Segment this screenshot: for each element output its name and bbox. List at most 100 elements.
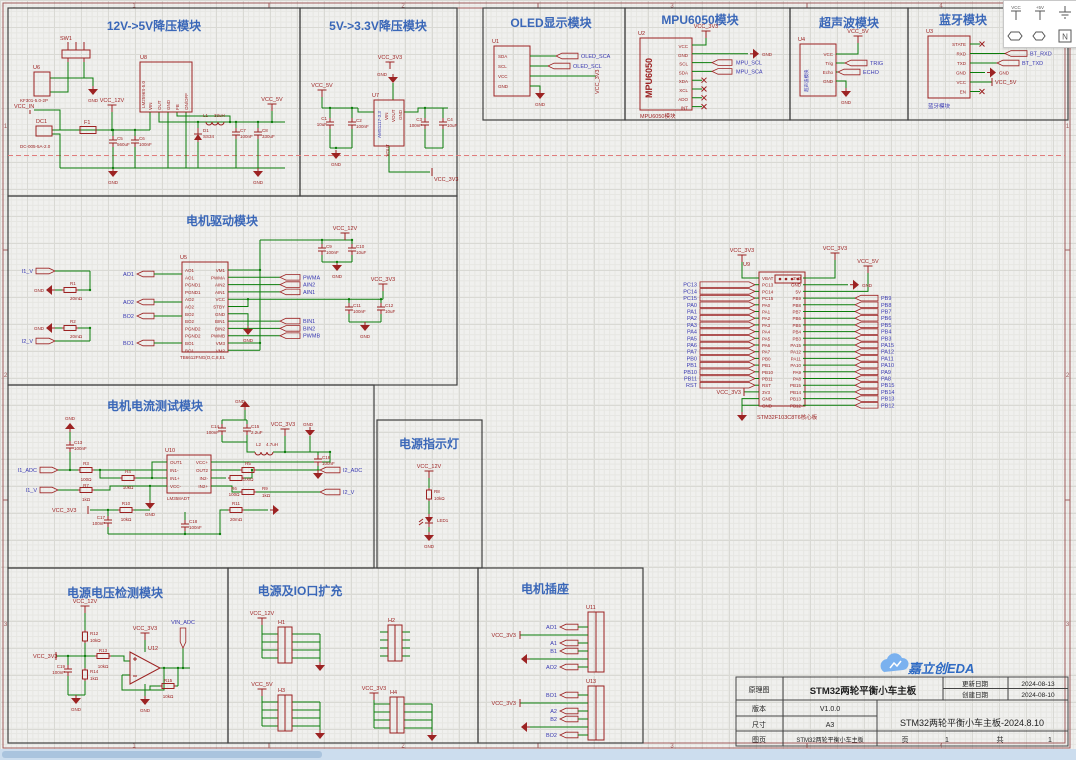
mpu6050-chip-u2[interactable] (639, 37, 693, 111)
svg-text:2: 2 (4, 373, 8, 379)
version-value: V1.0.0 (820, 706, 840, 713)
svg-text:PA0: PA0 (687, 303, 697, 309)
svg-text:PC15: PC15 (683, 296, 697, 302)
fuse-f1[interactable] (79, 126, 97, 134)
ultrasonic-connector-u4[interactable] (799, 43, 837, 97)
u2-chip-name: MPU6050 (644, 58, 654, 98)
u9-left-net-flags[interactable]: PC13PC14PC15PA0PA1PA2PA3PA4PA5PA6PA7PB0P… (683, 281, 759, 389)
created-label: 创建日期 (962, 690, 989, 699)
svg-text:PA0: PA0 (762, 303, 771, 308)
svg-text:MPU_SCL: MPU_SCL (736, 61, 762, 67)
lm358-chip-u10[interactable] (166, 454, 212, 494)
net-flag-trig[interactable]: TRIG (844, 59, 883, 67)
module-power-led[interactable]: 电源指示灯 VCC_12V R8 10kΩ LED1 GND (399, 436, 459, 549)
u8-ref: U8 (140, 55, 147, 61)
u9-ref: U9 (743, 262, 750, 268)
module-buck-5v-3v3[interactable]: 5V->3.3V降压模块 VCC_5V VCC_3V3 GND C1 10uF … (311, 18, 458, 183)
connector-u6[interactable] (33, 71, 51, 97)
dc-jack[interactable] (35, 125, 53, 137)
svg-text:IN1-: IN1- (170, 468, 179, 473)
c18-ref: C18 (189, 519, 198, 524)
symbol-palette[interactable]: VCC +5V N (1003, 0, 1076, 48)
svg-text:PB8: PB8 (881, 303, 891, 309)
svg-text:3: 3 (1066, 622, 1070, 628)
module-buck-12v-5v[interactable]: 12V->5V降压模块 SW1 U6 KF301-5.0-2P VCC_IN D… (14, 18, 285, 185)
net-vcc12v: VCC_12V (73, 599, 98, 605)
regulator-u7[interactable] (373, 99, 405, 147)
module-io-expansion[interactable]: 电源及IO口扩充 VCC_12V H1 H2 VCC_5V H3 VCC_3V3… (250, 583, 438, 742)
net-vcc3v3: VCC_3V3 (492, 633, 516, 639)
vcc-power-flag-icon[interactable]: VCC (1004, 1, 1028, 24)
svg-text:5V: 5V (795, 289, 801, 294)
brand-text: 嘉立创EDA (907, 661, 974, 676)
svg-text:I2_ADC: I2_ADC (343, 468, 362, 474)
c4-value: 10uF (447, 123, 458, 128)
svg-text:PB9: PB9 (881, 296, 891, 302)
module-mpu6050[interactable]: MPU6050模块 U2 MPU6050 VCCGNDSCLSDAXDAXCLA… (638, 12, 773, 120)
oled-connector-u1[interactable] (493, 45, 531, 97)
svg-text:PC13: PC13 (683, 283, 697, 289)
regulator-u8[interactable] (139, 61, 193, 113)
r8-value: 10kΩ (434, 496, 445, 501)
stm32-chip-u9[interactable] (758, 271, 806, 407)
led1-ref: LED1 (437, 518, 449, 523)
gnd-flag-icon[interactable] (1053, 1, 1076, 24)
net-vcc3v3: VCC_3V3 (730, 248, 754, 254)
gnd-label: GND (34, 326, 45, 331)
net-flag-bt-rxd[interactable]: BT_RXD (1004, 50, 1052, 58)
svg-text:PA10: PA10 (790, 363, 801, 368)
svg-text:VCC: VCC (498, 74, 508, 79)
u9-right-net-flags[interactable]: PB9PB8PB7PB6PB5PB4PB3PA15PA12PA11PA10PA9… (803, 294, 894, 409)
svg-text:XDA: XDA (679, 79, 688, 84)
dc1-ref: DC1 (36, 119, 47, 125)
horizontal-scrollbar[interactable] (0, 749, 1076, 760)
net-flag-vin-adc[interactable]: VIN_ADC (171, 620, 195, 626)
r15-value: 10kΩ (163, 694, 174, 699)
svg-text:PB11: PB11 (762, 377, 773, 382)
c15-ref: C15 (251, 424, 260, 429)
svg-text:BIN1: BIN1 (303, 319, 315, 325)
stm32-core-board[interactable]: U9 VBATPC13PC14PC15PA0PA1PA2PA3PA4PA5PA6… (683, 246, 894, 422)
svg-text:SCL: SCL (498, 64, 507, 69)
gnd-label: GND (332, 274, 343, 279)
c5-value: 560uF (117, 142, 130, 147)
net-flag-icon[interactable] (1028, 24, 1052, 47)
bluetooth-connector-u3[interactable] (927, 35, 971, 99)
gnd-label: GND (331, 162, 342, 167)
svg-text:3: 3 (670, 4, 674, 10)
u7-pin: VIN (384, 112, 389, 120)
plus5v-power-flag-icon[interactable]: +5V (1028, 1, 1052, 24)
u7-pin: GND (398, 109, 403, 120)
net-flag-echo[interactable]: ECHO (837, 68, 880, 76)
svg-text:I2_V: I2_V (22, 339, 34, 345)
scrollbar-thumb[interactable] (2, 751, 322, 758)
current-sense-flags[interactable]: I1_VI2_V (22, 267, 90, 345)
net-port-icon[interactable] (1004, 24, 1028, 47)
ruler-right-labels: 123 (1066, 124, 1070, 628)
svg-text:VBAT: VBAT (762, 276, 774, 281)
svg-text:PWMB: PWMB (211, 334, 225, 339)
net-flag-oled-sca[interactable]: OLED_SCA (530, 52, 611, 60)
c15-value: 2.2uF (251, 430, 263, 435)
net-flag-bt-txd[interactable]: BT_TXD (996, 59, 1043, 67)
net-flag-oled-scl[interactable]: OLED_SCL (530, 62, 602, 70)
module-motor-driver[interactable]: 电机驱动模块 U5 AO1AO1PGND1PGND1AO2AO2BO2BO2PG… (22, 213, 396, 360)
module-voltage-sense[interactable]: 电源电压检测模块 VCC_12V R12 10kΩ R14 1kΩ R13 10… (33, 585, 195, 713)
net-label-icon[interactable]: N (1053, 24, 1076, 47)
r2-value: 20mΩ (70, 334, 83, 339)
